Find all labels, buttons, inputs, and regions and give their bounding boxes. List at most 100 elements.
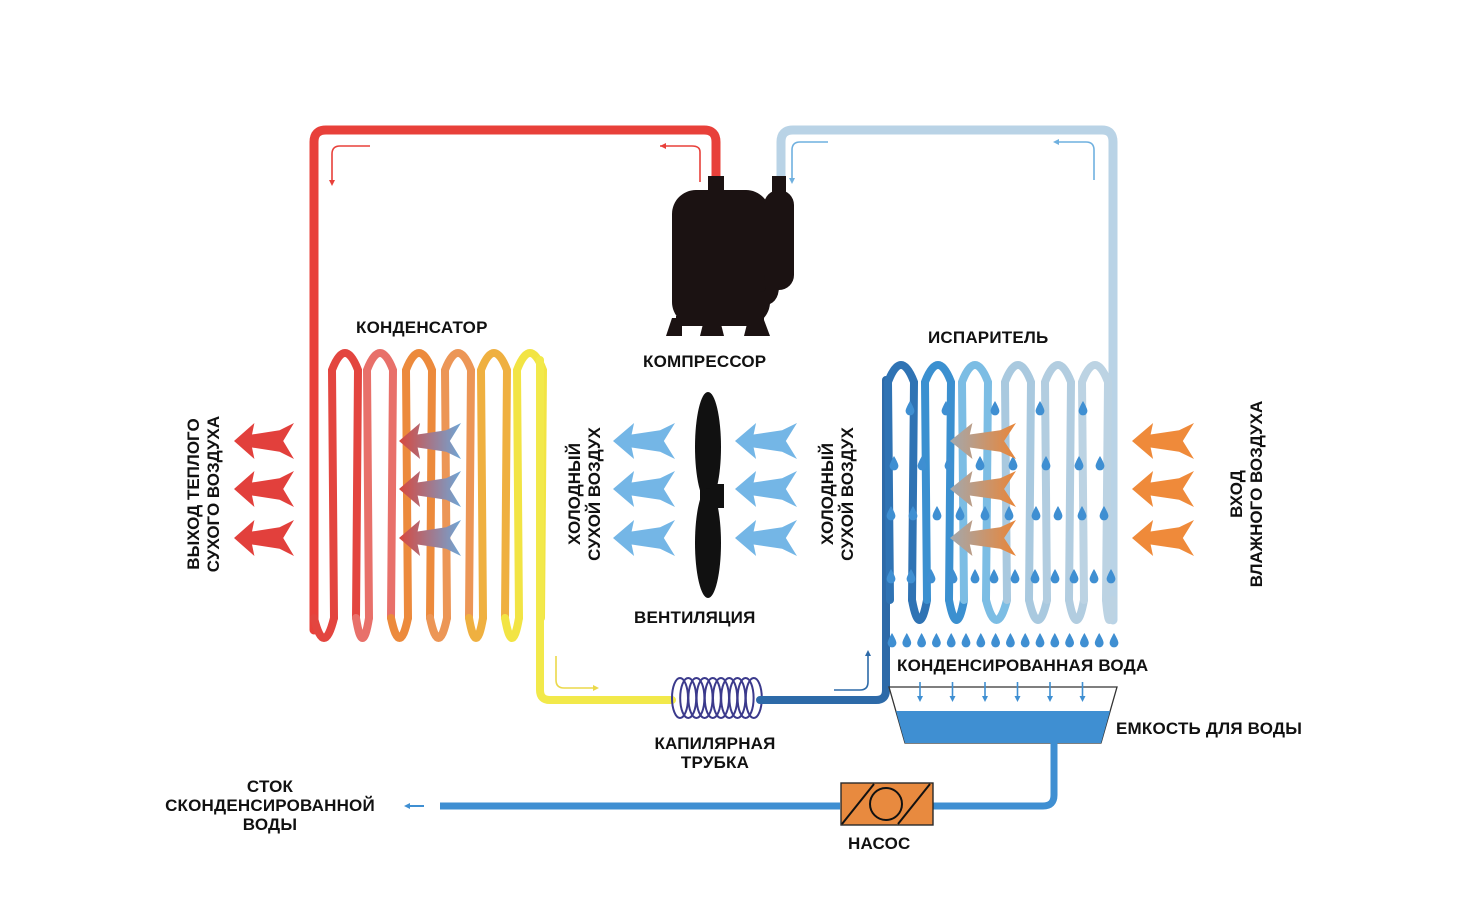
flow-arrow-icon — [1055, 141, 1095, 180]
air-arrow-icon — [399, 520, 461, 556]
cold-gas-pipe — [776, 125, 1118, 625]
drip-arrows — [917, 682, 1086, 702]
air-arrow-icon — [234, 520, 294, 556]
water-drop-icon — [1078, 401, 1088, 416]
water-tank — [888, 682, 1118, 744]
cold-dry-air-right-label: ХОЛОДНЫЙ СУХОЙ ВОЗДУХ — [818, 404, 858, 584]
water-drop-icon — [976, 633, 986, 648]
capillary-tube — [671, 677, 763, 719]
water-drop-icon — [941, 401, 951, 416]
water-drop-icon — [905, 401, 915, 416]
flow-arrow-icon — [331, 145, 370, 182]
humid-air-in-line1: ВХОД — [1227, 470, 1246, 518]
condenser-coil-bend — [426, 614, 451, 642]
water-drop-icon — [991, 633, 1000, 648]
condensed-water-label: КОНДЕНСИРОВАННАЯ ВОДА — [897, 656, 1149, 675]
air-arrow-icon — [735, 471, 797, 507]
flow-arrow-icon — [660, 145, 701, 182]
evaporator-coil-loop — [920, 361, 956, 604]
air-arrow-icon — [950, 471, 1016, 507]
capillary-coil-turn — [736, 677, 755, 719]
water-drop-icon — [932, 633, 941, 648]
condensation-drops — [886, 401, 1116, 584]
pump-label: НАСОС — [848, 834, 911, 853]
hot-refrigerant-pipe — [309, 125, 721, 635]
evaporator-coil-bend — [1065, 596, 1088, 624]
evaporator-coil-loop — [883, 361, 919, 604]
water-drop-icon — [980, 506, 990, 521]
compressor-icon — [666, 176, 794, 336]
air-arrow-icon — [1132, 520, 1194, 556]
water-drop-icon — [1106, 569, 1116, 584]
evaporator-coil-bend — [982, 596, 1011, 624]
evaporator-coil-loop — [1000, 361, 1036, 604]
flow-arrow-icon — [834, 654, 869, 691]
drip-arrowhead — [917, 696, 923, 702]
water-drop-icon — [944, 456, 954, 471]
flow-arrow-icon — [791, 141, 828, 180]
water-drop-icon — [1053, 506, 1063, 521]
water-drop-icon — [886, 506, 896, 521]
water-drop-icon — [917, 456, 927, 471]
water-drop-icon — [989, 569, 999, 584]
capillary-label-line1: КАПИЛЯРНАЯ — [654, 734, 776, 753]
liquid-refrigerant-pipe — [536, 356, 676, 704]
drain-label-line1: СТОК — [246, 777, 294, 796]
water-drop-icon — [975, 456, 985, 471]
water-drop-icon — [1089, 569, 1099, 584]
water-drop-icon — [990, 401, 1000, 416]
water-drop-icon — [1109, 633, 1119, 648]
drip-arrowhead — [949, 696, 956, 702]
water-drop-icon — [1080, 633, 1089, 648]
capillary-label: КАПИЛЯРНАЯ ТРУБКА — [640, 734, 790, 772]
air-flow-arrows — [234, 423, 1194, 556]
condenser-coil-bend — [387, 614, 412, 642]
water-drop-icon — [926, 569, 936, 584]
cold-dry-air-left-line1: ХОЛОДНЫЙ — [565, 443, 584, 545]
evaporator-coil-bend — [945, 596, 968, 624]
condenser-coils — [310, 349, 548, 642]
cold-dry-air-right-line1: ХОЛОДНЫЙ — [818, 443, 837, 545]
air-arrow-icon — [735, 520, 797, 556]
water-drop-icon — [908, 506, 918, 521]
cold-dry-air-left-label: ХОЛОДНЫЙ СУХОЙ ВОЗДУХ — [565, 404, 605, 584]
evaporator-coil-loop — [1040, 361, 1076, 604]
water-drop-icon — [1095, 456, 1105, 471]
drip-arrowhead — [982, 696, 988, 702]
drip-arrowhead — [1047, 696, 1053, 702]
air-arrow-icon — [234, 471, 294, 507]
condenser-coil-loop — [362, 349, 398, 622]
water-drop-icon — [917, 633, 926, 648]
water-drop-icon — [1065, 633, 1074, 648]
water-drop-icon — [1050, 633, 1060, 648]
evaporator-coil-bend — [1025, 596, 1051, 624]
cold-dry-air-left-line2: СУХОЙ ВОЗДУХ — [585, 427, 604, 561]
evaporator-label: ИСПАРИТЕЛЬ — [928, 328, 1049, 347]
condenser-coil-loop — [327, 349, 363, 622]
condenser-coil-bend — [465, 614, 487, 642]
air-arrow-icon — [1132, 423, 1194, 459]
water-drop-icon — [1099, 506, 1109, 521]
water-drop-icon — [1035, 633, 1045, 648]
water-drop-icon — [1035, 401, 1045, 416]
water-drop-icon — [1008, 456, 1018, 471]
water-drop-icon — [1030, 569, 1040, 584]
condenser-coil-bend — [310, 614, 338, 642]
air-arrow-icon — [950, 423, 1016, 459]
water-drop-icon — [1020, 633, 1030, 648]
water-drop-icon — [961, 633, 971, 648]
water-tank-label: ЕМКОСТЬ ДЛЯ ВОДЫ — [1116, 719, 1303, 738]
humid-air-in-label: ВХОД ВЛАЖНОГО ВОЗДУХА — [1227, 379, 1267, 609]
water-drop-icon — [902, 633, 912, 648]
air-arrow-icon — [613, 520, 675, 556]
water-drop-icon — [1077, 506, 1087, 521]
air-arrow-icon — [950, 520, 1016, 556]
evaporator-coil-loop — [957, 361, 993, 604]
water-drop-icon — [886, 569, 896, 584]
humid-air-in-line2: ВЛАЖНОГО ВОЗДУХА — [1247, 400, 1266, 588]
condenser-label: КОНДЕНСАТОР — [356, 318, 488, 337]
water-drop-icon — [932, 506, 942, 521]
capillary-label-line2: ТРУБКА — [680, 753, 750, 772]
